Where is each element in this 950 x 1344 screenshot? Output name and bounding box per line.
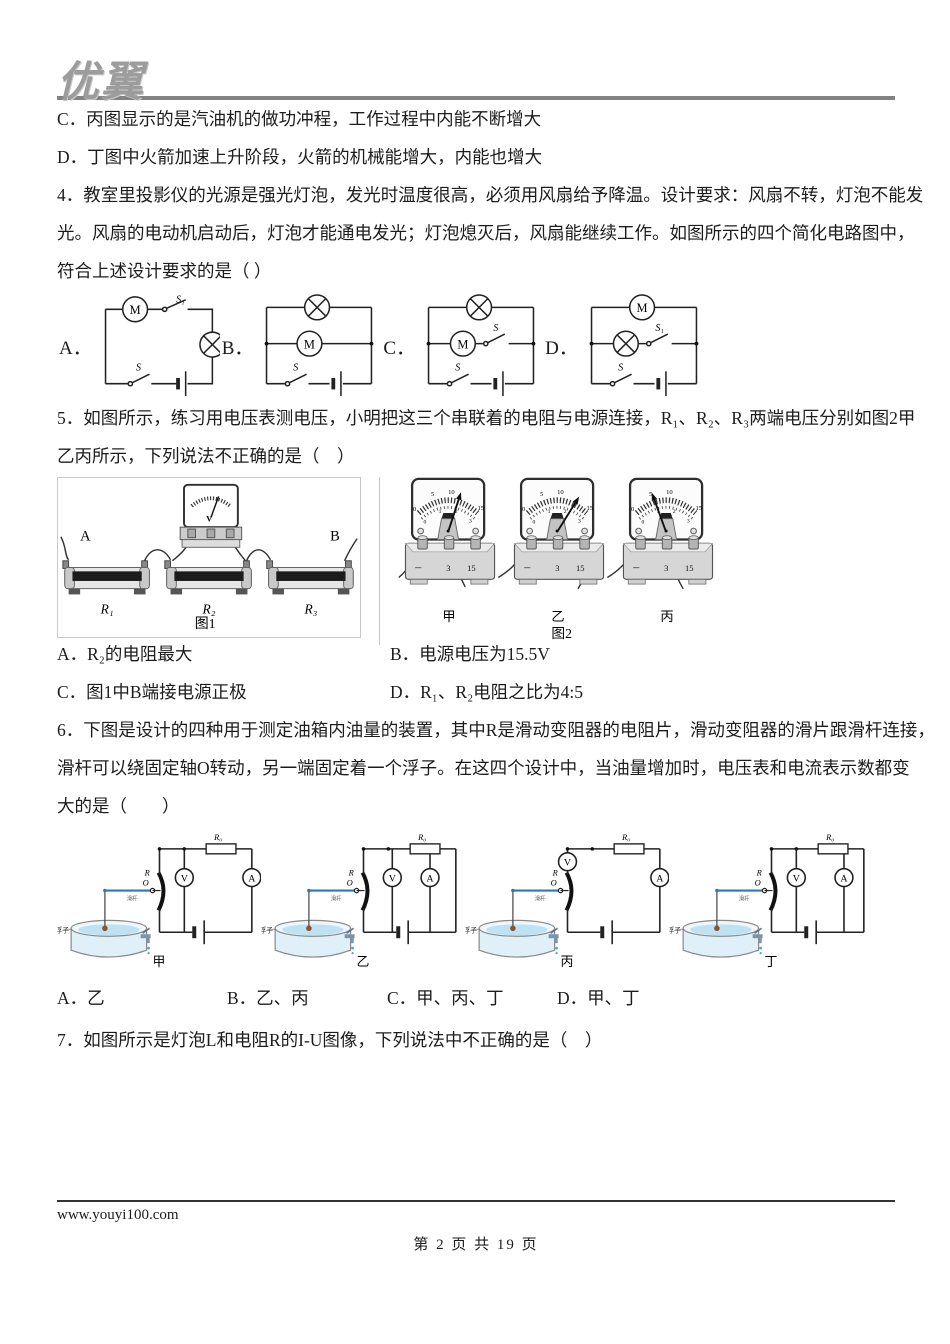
q5-option-a: A．R₂的电阻最大 xyxy=(57,644,193,664)
voltmeter-v-label: V xyxy=(389,874,397,885)
voltmeter-v-label: V xyxy=(793,874,801,885)
series-resistors-figure: A B V xyxy=(60,483,358,632)
q3-option-c: C．丙图显示的是汽油机的做功冲程，工作过程中内能不断增大 xyxy=(57,109,542,129)
device-ding-figure: V A 丁 xyxy=(669,829,873,968)
figure2-caption: 图2 xyxy=(551,626,572,640)
q5-figure1: A B V xyxy=(57,477,361,638)
q4-option-c-label: C． xyxy=(383,338,416,359)
q4-option-b-label: B． xyxy=(221,338,254,359)
q6-device-figures: V A 甲 V A 乙 V A 丙 xyxy=(57,829,895,968)
motor-m-label: M xyxy=(129,303,140,317)
q4-option-d-label: D． xyxy=(545,338,578,359)
switch-s-label: S xyxy=(618,362,623,373)
circuit-c-figure: M S S xyxy=(426,294,536,397)
ammeter-a-label: A xyxy=(248,874,256,885)
device-bing-caption: 丙 xyxy=(561,955,574,968)
ammeter-a-label: A xyxy=(426,874,434,885)
youyi-logo: 优翼 xyxy=(57,60,146,106)
q6-option-a: A．乙 xyxy=(57,988,105,1008)
dial-v-unit: V xyxy=(206,513,213,523)
lamp-symbol xyxy=(304,294,331,321)
lamp-symbol xyxy=(466,294,493,321)
voltmeter-v-label: V xyxy=(181,874,189,885)
device-bing-figure: V A 丙 xyxy=(465,829,669,968)
ammeter-a-label: A xyxy=(656,874,664,885)
page-footer: www.youyi100.com 第 2 页 共 19 页 xyxy=(57,1200,895,1254)
q4-stem-line3: 符合上述设计要求的是（ ） xyxy=(57,261,272,281)
meter-bing-label: 丙 xyxy=(660,609,673,624)
lamp-symbol xyxy=(198,331,220,358)
device-jia-figure: V A 甲 xyxy=(57,829,261,968)
q4-circuit-figures: A． M S₁ S B． xyxy=(57,294,895,399)
switch-s-label: S xyxy=(455,362,460,373)
lamp-symbol xyxy=(612,330,639,357)
circuit-d-figure: M S₁ S xyxy=(589,294,699,397)
r2-label: R₂ xyxy=(202,602,216,617)
q5-figures: A B V xyxy=(57,477,895,645)
device-ding-caption: 丁 xyxy=(765,955,778,968)
q5-options: A．R₂的电阻最大 B．电源电压为15.5V C．图1中B端接电源正极 D．R₁… xyxy=(57,635,895,711)
r1-label: R₁ xyxy=(100,602,114,617)
q4-option-a-label: A． xyxy=(59,338,92,359)
q6-stem-line3: 大的是（ ） xyxy=(57,796,180,816)
q5-stem-line1: 5．如图所示，练习用电压表测电压，小明把这三个串联着的电阻与电源连接，R₁、R₂… xyxy=(57,408,916,428)
device-jia-caption: 甲 xyxy=(153,955,166,968)
q5-stem-line2: 乙丙所示，下列说法不正确的是（ ） xyxy=(57,446,355,466)
rheostat-r2: R₂ xyxy=(164,560,252,617)
motor-m-label: M xyxy=(304,337,315,351)
motor-m-label: M xyxy=(457,337,468,351)
page-number: 第 2 页 共 19 页 xyxy=(413,1237,539,1253)
voltmeter-v-label: V xyxy=(564,858,572,869)
figure1-caption: 图1 xyxy=(195,617,216,631)
circuit-b-figure: M S xyxy=(265,294,374,397)
footer-url: www.youyi100.com xyxy=(57,1207,179,1223)
q5-option-b: B．电源电压为15.5V xyxy=(390,644,550,664)
q6-option-d: D．甲、丁 xyxy=(557,988,640,1008)
q5-option-d: D．R₁、R₂电阻之比为4:5 xyxy=(390,682,584,702)
meter-yi: 乙 xyxy=(497,479,603,624)
switch-s1-label: S₁ xyxy=(655,323,663,334)
meter-yi-label: 乙 xyxy=(551,609,564,624)
meter-jia-label: 甲 xyxy=(442,609,455,624)
three-voltmeters-figure: 甲 乙 丙 图2 xyxy=(398,477,724,641)
q4-stem-line1: 4．教室里投影仪的光源是强光灯泡，发光时温度很高，必须用风扇给予降温。设计要求：… xyxy=(57,185,924,205)
switch-s1-label: S₁ xyxy=(176,295,184,306)
mini-voltmeter: V xyxy=(179,483,243,548)
q6-stem-line2: 滑杆可以绕固定轴O转动，另一端固定着一个浮子。在这四个设计中，当油量增加时，电压… xyxy=(57,758,910,778)
q3-option-d: D．丁图中火箭加速上升阶段，火箭的机械能增大，内能也增大 xyxy=(57,147,543,167)
q6-stem-line1: 6．下图是设计的四种用于测定油箱内油量的装置，其中R是滑动变阻器的电阻片，滑动变… xyxy=(57,720,935,740)
switch-s-label: S xyxy=(294,362,299,373)
q6-option-b: B．乙、丙 xyxy=(227,988,309,1008)
q5-figure2: 甲 乙 丙 图2 xyxy=(379,477,724,645)
point-a-label: A xyxy=(80,529,91,545)
point-b-label: B xyxy=(330,529,340,545)
ammeter-a-label: A xyxy=(840,874,848,885)
meter-jia: 甲 xyxy=(398,479,495,624)
page-header: 优翼 xyxy=(57,50,895,104)
q4-stem-line2: 光。风扇的电动机启动后，灯泡才能通电发光；灯泡熄灭后，风扇能继续工作。如图所示的… xyxy=(57,223,915,243)
rheostat-r3: R₃ xyxy=(266,560,354,617)
switch-s-label: S xyxy=(494,323,499,334)
device-yi-figure: V A 乙 xyxy=(261,829,465,968)
q6-option-c: C．甲、丙、丁 xyxy=(387,988,504,1008)
r3-label: R₃ xyxy=(303,602,317,617)
q5-option-c: C．图1中B端接电源正极 xyxy=(57,682,247,702)
q6-options: A．乙 B．乙、丙 C．甲、丙、丁 D．甲、丁 xyxy=(57,978,895,1018)
device-yi-caption: 乙 xyxy=(357,955,370,968)
meter-bing: 丙 xyxy=(606,479,712,624)
motor-m-label: M xyxy=(636,301,647,315)
q7-stem: 7．如图所示是灯泡L和电阻R的I-U图像，下列说法中不正确的是（ ） xyxy=(57,1030,603,1050)
circuit-a-figure: M S₁ S xyxy=(104,295,220,397)
switch-s-label: S xyxy=(136,362,141,373)
rheostat-r1: R₁ xyxy=(62,560,150,617)
